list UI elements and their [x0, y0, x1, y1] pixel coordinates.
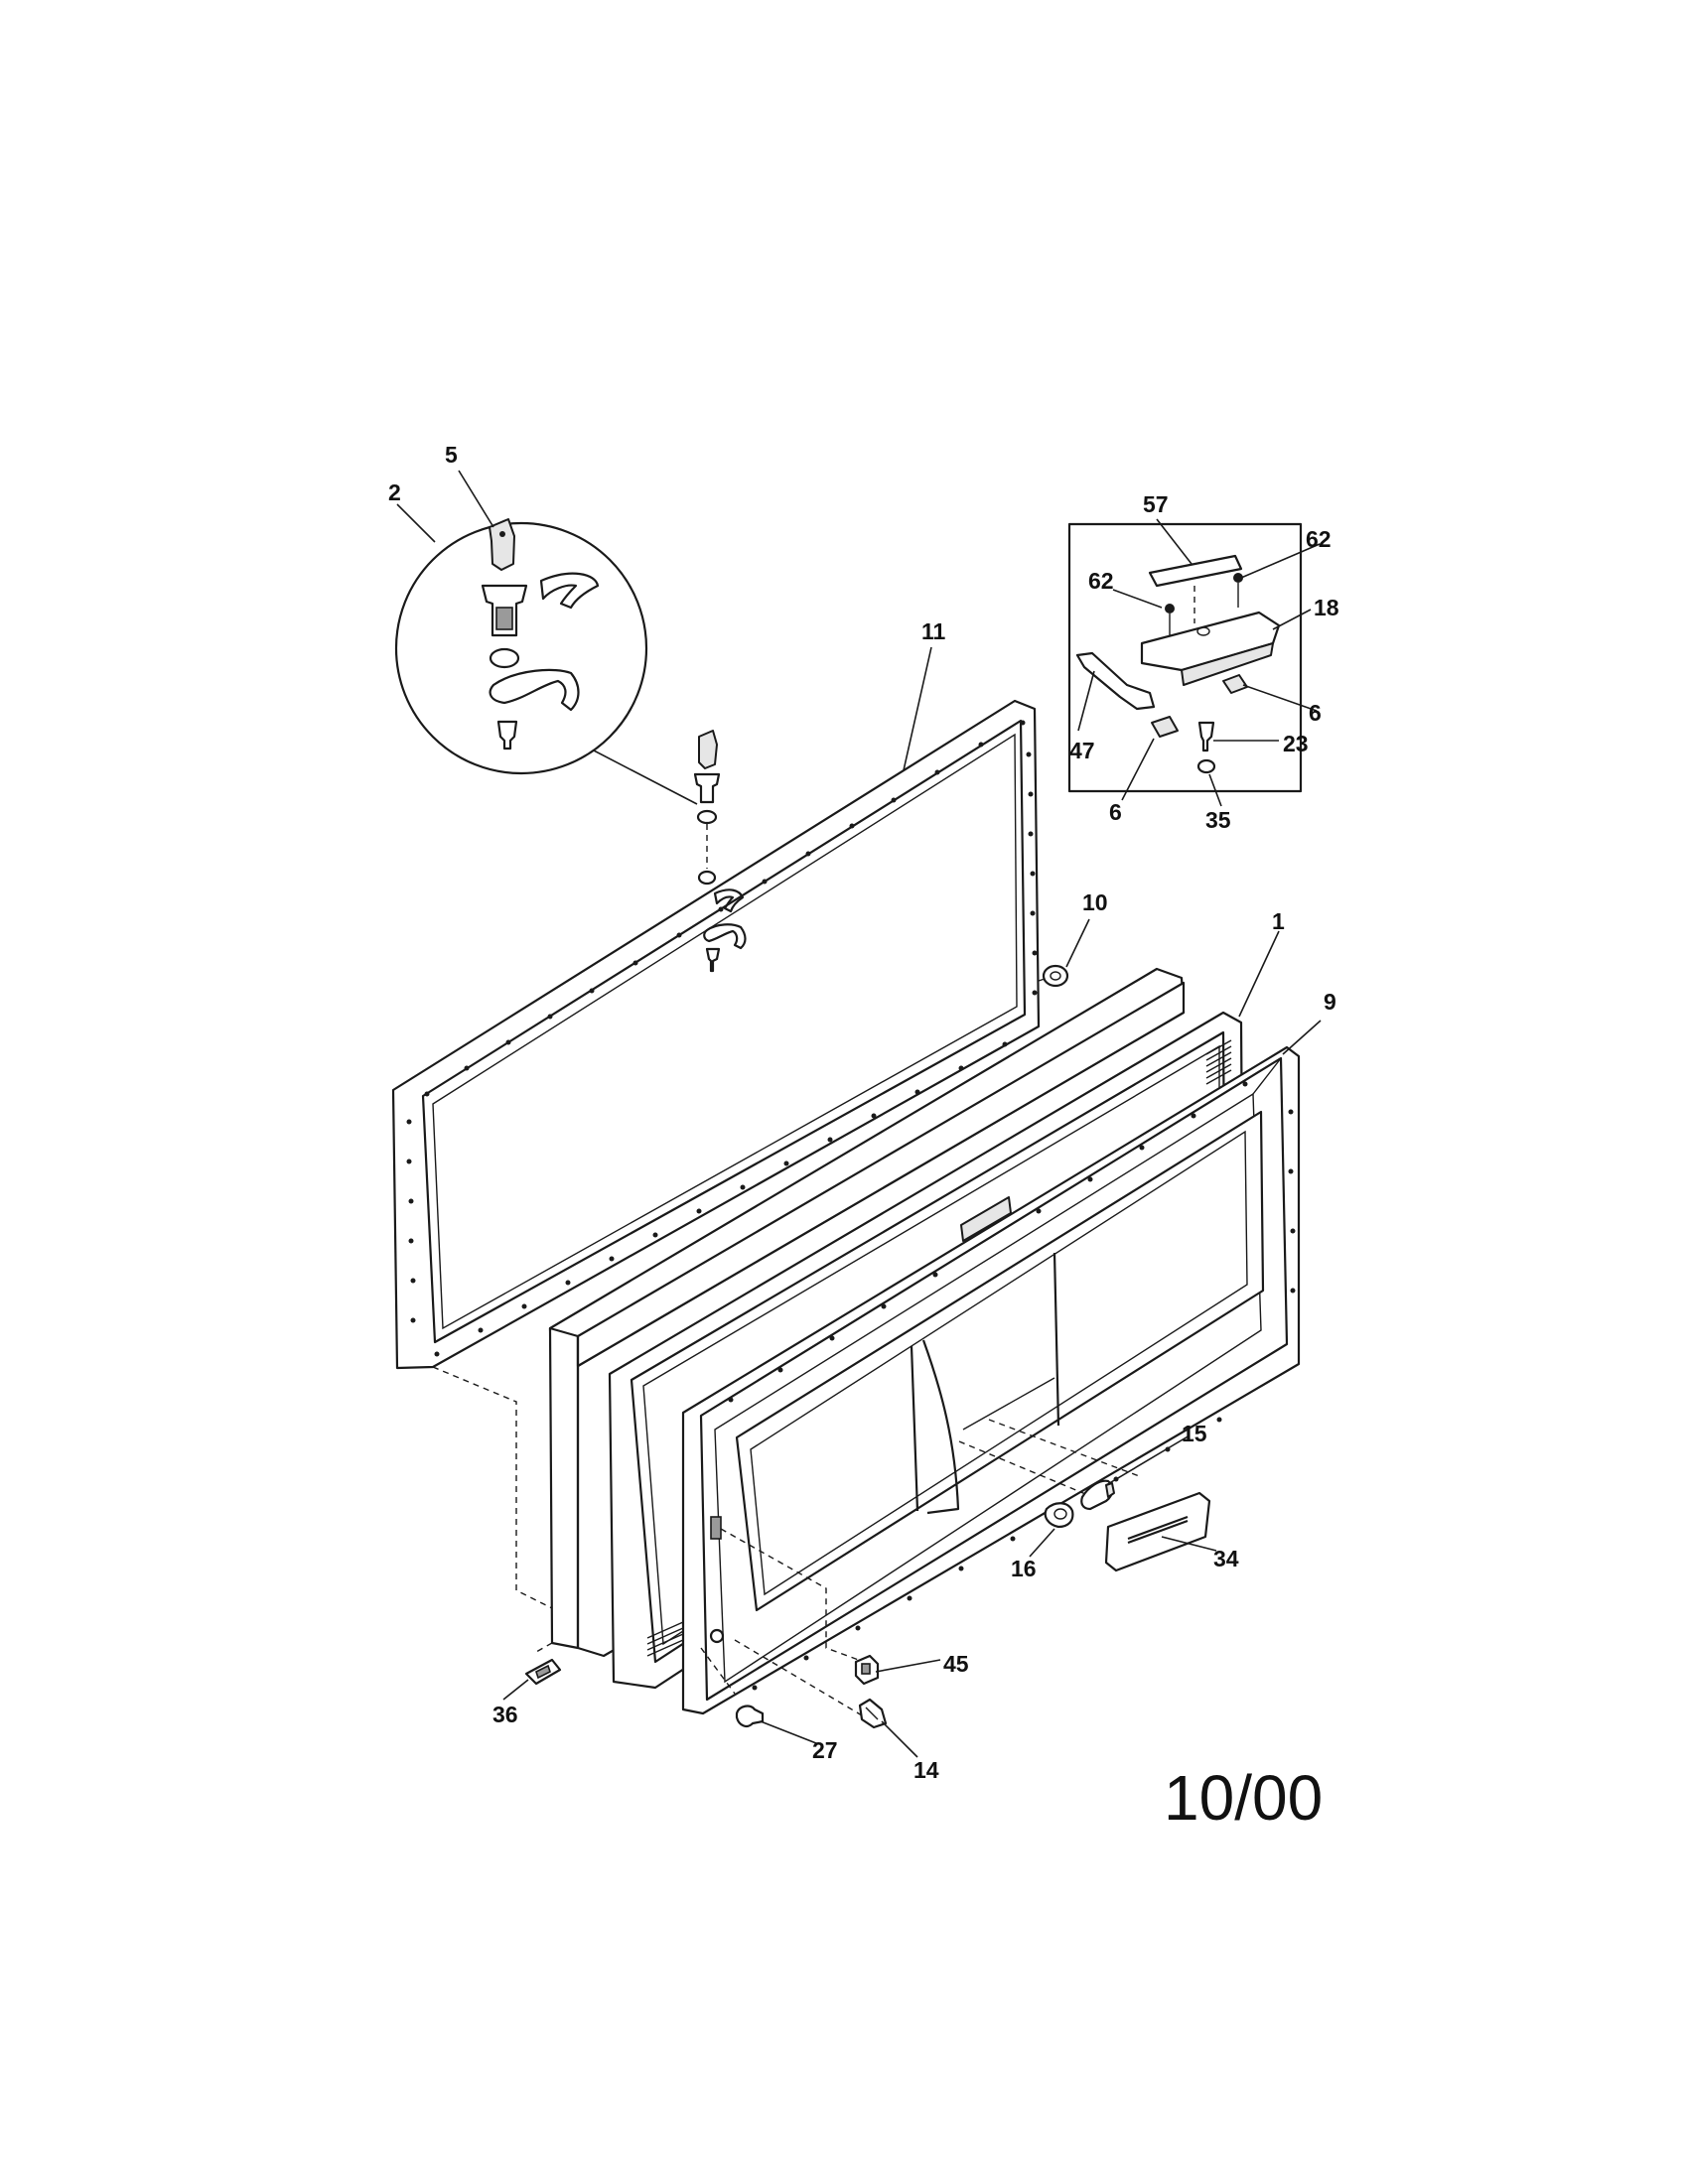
nameplate-trim [1104, 1491, 1211, 1572]
part-number-labels: 5 2 11 57 62 62 18 6 47 23 6 35 10 1 9 1… [388, 442, 1339, 1783]
part-label-11: 11 [921, 618, 946, 644]
grommet [1038, 964, 1069, 988]
part-label-57: 57 [1143, 491, 1169, 517]
part-label-45: 45 [943, 1651, 969, 1677]
part-label-18: 18 [1314, 595, 1339, 620]
handle-assembly-detail [1067, 522, 1303, 793]
lock-parts-exploded [693, 730, 747, 973]
part-label-10: 10 [1082, 889, 1108, 915]
part-label-15: 15 [1182, 1421, 1207, 1446]
part-label-6-right: 6 [1309, 700, 1322, 726]
part-label-35: 35 [1205, 807, 1231, 833]
light-bulb [1080, 1479, 1115, 1511]
part-label-5: 5 [445, 442, 458, 468]
door-plug [735, 1705, 765, 1727]
gasket-frame [391, 699, 1041, 1370]
part-label-16: 16 [1011, 1556, 1037, 1581]
hinge-clip [524, 1658, 562, 1686]
part-label-62-left: 62 [1088, 568, 1114, 594]
part-label-27: 27 [812, 1737, 838, 1763]
part-label-14: 14 [913, 1757, 939, 1783]
light-socket [1044, 1502, 1074, 1529]
door-stop-bolt [858, 1698, 888, 1729]
date-code: 10/00 [1164, 1762, 1323, 1834]
light-switch [854, 1654, 880, 1686]
part-label-36: 36 [492, 1702, 518, 1727]
part-label-34: 34 [1213, 1546, 1239, 1571]
part-label-9: 9 [1324, 989, 1336, 1015]
part-label-47: 47 [1069, 738, 1095, 763]
part-label-2: 2 [388, 479, 401, 505]
inner-door-panel [681, 1045, 1301, 1715]
part-label-6-left: 6 [1109, 799, 1122, 825]
assembly-dashed-lines [432, 1366, 1143, 1716]
leader-lines [396, 470, 1322, 1758]
insulation-panel [548, 967, 1186, 1658]
part-label-1: 1 [1272, 908, 1285, 934]
part-label-23: 23 [1283, 731, 1309, 756]
part-label-62-right: 62 [1306, 526, 1332, 552]
lock-assembly-detail [394, 518, 698, 805]
